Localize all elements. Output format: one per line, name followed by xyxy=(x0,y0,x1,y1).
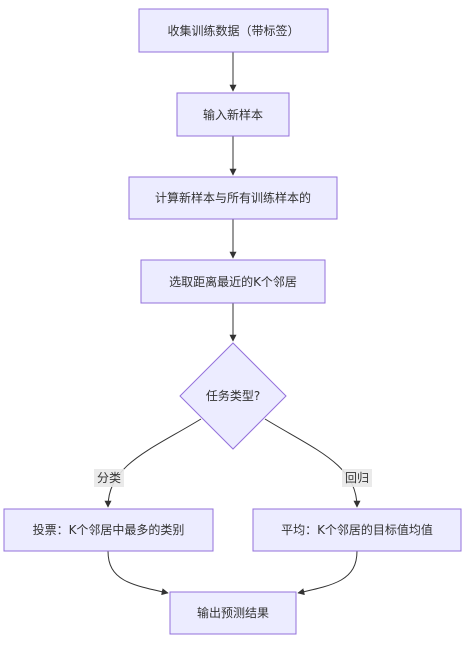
node-output-label: 输出预测结果 xyxy=(197,605,269,620)
edge-decision-to-average xyxy=(264,418,361,508)
node-collect-data-label: 收集训练数据（带标签） xyxy=(167,23,299,38)
node-vote: 投票：K个邻居中最多的类别 xyxy=(3,508,214,552)
node-average: 平均：K个邻居的目标值均值 xyxy=(252,508,462,552)
node-input-sample-label: 输入新样本 xyxy=(203,107,263,122)
node-task-type-decision-label: 任务类型? xyxy=(206,388,260,403)
node-collect-data: 收集训练数据（带标签） xyxy=(138,8,329,53)
edge-average-to-output xyxy=(297,550,358,596)
edges xyxy=(104,52,361,596)
node-input-sample: 输入新样本 xyxy=(176,92,290,137)
node-average-label: 平均：K个邻居的目标值均值 xyxy=(281,522,433,537)
edge-label-classification-text: 分类 xyxy=(97,471,121,485)
edge-label-classification: 分类 xyxy=(94,469,124,487)
node-compute-distance: 计算新样本与所有训练样本的 xyxy=(128,176,338,220)
node-select-neighbors-label: 选取距离最近的K个邻居 xyxy=(169,274,297,289)
node-select-neighbors: 选取距离最近的K个邻居 xyxy=(140,259,326,304)
node-vote-label: 投票：K个邻居中最多的类别 xyxy=(33,522,185,537)
edge-label-regression-text: 回归 xyxy=(345,471,369,485)
edge-decision-to-vote xyxy=(104,418,202,508)
node-task-type-decision: 任务类型? xyxy=(179,342,287,450)
edge-label-regression: 回归 xyxy=(342,469,372,487)
node-compute-distance-label: 计算新样本与所有训练样本的 xyxy=(155,190,311,205)
edge-vote-to-output xyxy=(107,550,169,596)
node-output: 输出预测结果 xyxy=(169,591,297,635)
